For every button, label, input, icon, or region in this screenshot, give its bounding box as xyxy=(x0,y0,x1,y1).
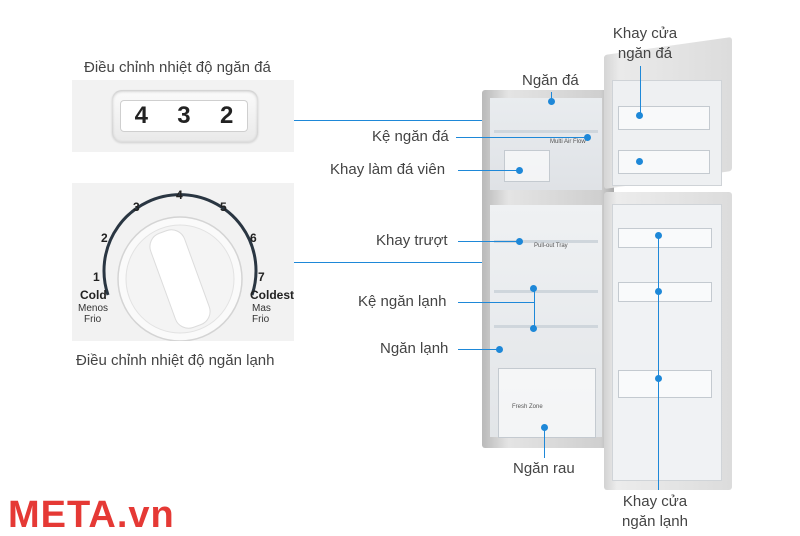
marker-fridge-shelf-1 xyxy=(530,285,537,292)
callout-freezer xyxy=(551,92,552,100)
pull-out-tray-text: Pull-out Tray xyxy=(534,243,568,249)
fridge-dial-cold-sub1: Menos xyxy=(78,303,109,314)
freezer-dial-digit: 2 xyxy=(219,102,234,129)
fridge-door-bin-1 xyxy=(618,228,712,248)
fridge-dial-coldest-sub1: Mas xyxy=(252,303,271,314)
label-fridge-door-tray: Khay cửa ngăn lạnh xyxy=(610,492,700,532)
marker-fridge xyxy=(496,346,503,353)
fridge-dial-graphic xyxy=(102,193,258,341)
freezer-door-bin-upper xyxy=(618,106,710,130)
freezer-control-leader xyxy=(294,120,594,121)
fridge-shelf-upper xyxy=(494,290,598,293)
fridge-dial-number: 2 xyxy=(101,231,108,245)
fridge-dial-scale-arc xyxy=(102,193,258,296)
freezer-control-panel: 4 3 2 xyxy=(72,80,294,152)
freezer-control-caption: Điều chỉnh nhiệt độ ngăn đá xyxy=(84,59,271,76)
marker-vegetable xyxy=(541,424,548,431)
label-ice-tray: Khay làm đá viên xyxy=(330,161,446,178)
fridge-control-caption: Điều chỉnh nhiệt độ ngăn lạnh xyxy=(76,352,275,369)
fridge-dial-number: 5 xyxy=(220,200,227,214)
marker-ice-tray xyxy=(516,167,523,174)
meta-logo: META.vn xyxy=(8,494,175,536)
fridge-dial-coldest-sub2: Frio xyxy=(252,314,270,325)
fridge-door-bin-2 xyxy=(618,282,712,302)
label-freezer-shelf: Kệ ngăn đá xyxy=(372,128,449,145)
freezer-dial-window: 4 3 2 xyxy=(120,100,248,132)
callout-freezer-door-tray xyxy=(640,66,641,116)
label-fridge-door-tray-line2: ngăn lạnh xyxy=(622,513,688,530)
label-vegetable: Ngăn rau xyxy=(513,460,575,477)
fridge-dial-number: 6 xyxy=(250,231,257,245)
multi-air-flow-text: Multi Air Flow xyxy=(550,139,586,145)
sliding-tray xyxy=(494,240,598,243)
fridge-dial-cold-label: Cold xyxy=(80,288,107,302)
callout-fridge-door-tray xyxy=(658,236,659,490)
fridge-door-bin-3 xyxy=(618,370,712,398)
marker-fridge-door-tray-1 xyxy=(655,232,662,239)
freezer-dial[interactable]: 4 3 2 xyxy=(112,90,258,142)
callout-fridge-shelf xyxy=(458,302,534,303)
freezer-door-bin-lower xyxy=(618,150,710,174)
label-freezer: Ngăn đá xyxy=(522,72,579,89)
fridge-door-liner xyxy=(612,204,722,481)
label-fridge-door-tray-line1: Khay cửa xyxy=(622,493,688,510)
marker-fridge-door-tray-3 xyxy=(655,375,662,382)
freezer-dial-digit: 4 xyxy=(134,102,148,129)
marker-freezer-door-tray-2 xyxy=(636,158,643,165)
fridge-shelf-lower xyxy=(494,325,598,328)
label-freezer-door-tray: Khay cửa ngăn đá xyxy=(600,24,690,64)
fridge-control-leader xyxy=(294,262,516,263)
label-sliding-tray: Khay trượt xyxy=(376,232,448,249)
fridge-dial-number: 1 xyxy=(93,270,100,284)
fridge-dial-number: 4 xyxy=(176,188,183,202)
fridge-control-panel: 1 2 3 4 5 6 7 Cold Menos Frio Coldest Ma… xyxy=(72,183,294,341)
marker-fridge-door-tray-2 xyxy=(655,288,662,295)
fridge-dial-grip xyxy=(149,229,211,329)
fresh-zone-text: Fresh Zone xyxy=(512,404,543,410)
freezer-shelf xyxy=(494,130,598,133)
callout-ice-tray xyxy=(458,170,520,171)
callout-sliding-tray xyxy=(458,241,520,242)
fridge-dial-coldest-label: Coldest xyxy=(250,288,295,302)
callout-fridge-shelf-riser xyxy=(534,288,535,330)
marker-freezer-door-tray-1 xyxy=(636,112,643,119)
fridge-dial-number: 7 xyxy=(258,270,265,284)
fridge-dial-number: 3 xyxy=(133,200,140,214)
ice-tray xyxy=(504,150,550,182)
callout-fridge xyxy=(458,349,500,350)
callout-freezer-shelf xyxy=(456,137,588,138)
marker-fridge-shelf-2 xyxy=(530,325,537,332)
freezer-dial-digit: 3 xyxy=(177,102,191,129)
marker-freezer-shelf xyxy=(584,134,591,141)
marker-freezer xyxy=(548,98,555,105)
label-fridge: Ngăn lạnh xyxy=(380,340,449,357)
fridge-dial-cold-sub2: Frio xyxy=(84,314,102,325)
marker-sliding-tray xyxy=(516,238,523,245)
callout-vegetable xyxy=(544,428,545,458)
label-freezer-door-tray-line2: ngăn đá xyxy=(617,45,673,62)
label-fridge-shelf: Kệ ngăn lạnh xyxy=(358,293,447,310)
label-freezer-door-tray-line1: Khay cửa xyxy=(612,25,678,42)
